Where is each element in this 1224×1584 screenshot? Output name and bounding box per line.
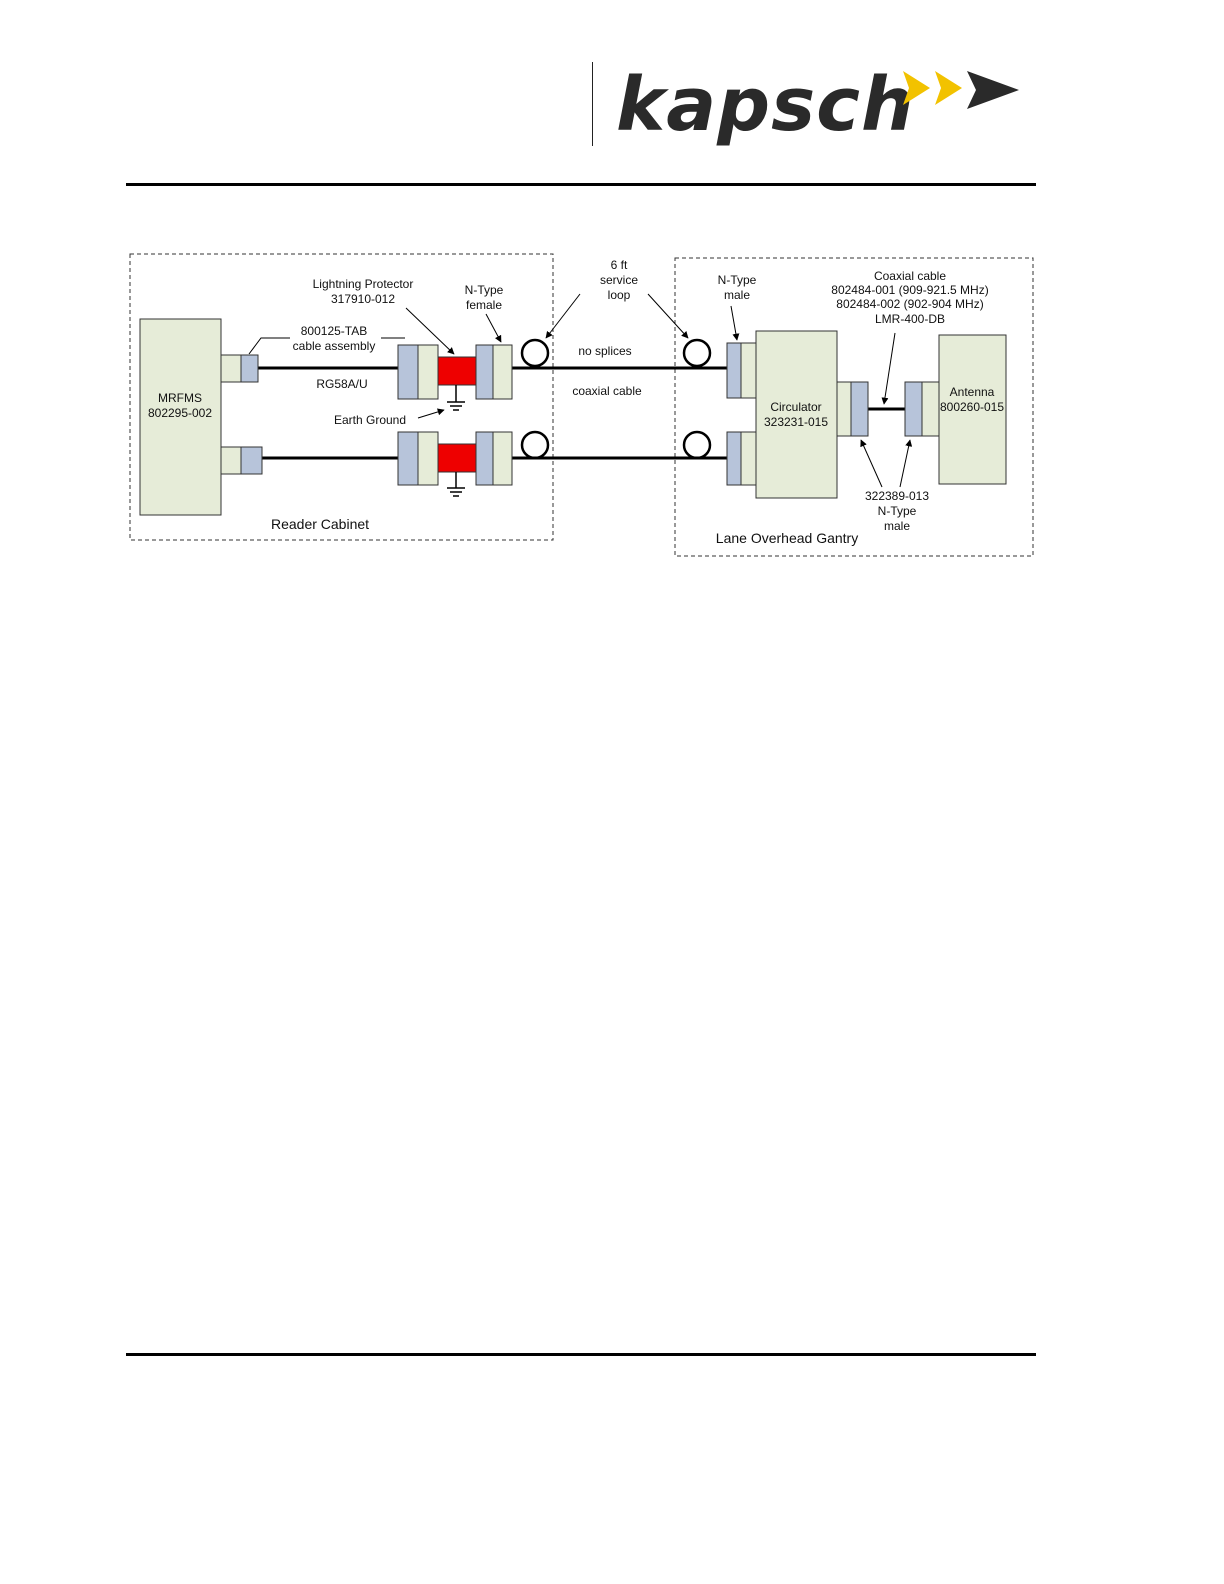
- gantry-cable-label-4: LMR-400-DB: [875, 312, 945, 326]
- ntype-female-arrow: [485, 313, 502, 343]
- lightning-protector-arrow: [405, 307, 455, 355]
- gantry-cable-label-2: 802484-001 (909-921.5 MHz): [831, 283, 988, 297]
- gantry-cable-label-1: Coaxial cable: [874, 269, 946, 283]
- antenna-port: [921, 381, 940, 437]
- rg58-label: RG58A/U: [316, 377, 367, 391]
- header-rule: [126, 183, 1036, 186]
- ground-symbol-icon: [447, 385, 465, 411]
- ntype-male-arrow: [730, 305, 740, 341]
- lane-gantry-label: Lane Overhead Gantry: [716, 530, 858, 546]
- mrfms-box: [139, 318, 222, 516]
- connector-322389-arrow-left: [860, 439, 883, 488]
- antenna-part: 800260-015: [940, 400, 1004, 414]
- ntype-female-label-1: N-Type: [465, 283, 504, 297]
- ntype-male-label-2: male: [724, 288, 750, 302]
- wiring-diagram: Reader Cabinet Lane Overhead Gantry MRFM…: [129, 253, 1034, 557]
- cable-assembly-label-1: 800125-TAB: [301, 324, 368, 338]
- lightning-protector-top: [397, 344, 513, 400]
- service-loop-label-1: 6 ft: [611, 258, 628, 272]
- ntype-male-top: [726, 342, 742, 399]
- lane-gantry-zone: [674, 257, 1034, 557]
- no-splices-label: no splices: [578, 344, 631, 358]
- cable-assembly-leader: [248, 337, 290, 355]
- connector-322389-left: [850, 381, 869, 437]
- logo-chevrons-icon: [903, 71, 1019, 109]
- cable-assembly-connector-top: [240, 354, 259, 383]
- circulator-box: [755, 330, 838, 499]
- circulator-port-top: [740, 342, 757, 399]
- service-loop-label-2: service: [600, 273, 638, 287]
- ground-symbol-icon: [447, 472, 465, 497]
- lightning-protector-label-2: 317910-012: [331, 292, 395, 306]
- header-divider: [592, 62, 593, 146]
- cable-assembly-connector-bottom: [240, 446, 263, 475]
- mrfms-name: MRFMS: [158, 391, 202, 405]
- logo-wordmark: kapsch: [616, 62, 915, 148]
- earth-ground-label: Earth Ground: [334, 413, 406, 427]
- kapsch-logo: kapsch >>>: [616, 62, 1019, 148]
- ntype-male-bottom: [726, 431, 742, 486]
- service-loop-icon: [520, 430, 550, 460]
- antenna-box: [938, 334, 1007, 485]
- connector-322389-arrow-right: [899, 439, 913, 488]
- cable-assembly-label-2: cable assembly: [293, 339, 376, 353]
- connector-322389-label-3: male: [884, 519, 910, 533]
- connector-322389-right: [904, 381, 923, 437]
- connector-322389-label-1: 322389-013: [865, 489, 929, 503]
- circulator-name: Circulator: [770, 400, 821, 414]
- mrfms-part: 802295-002: [148, 406, 212, 420]
- antenna-name: Antenna: [950, 385, 995, 399]
- lightning-protector-bottom: [397, 431, 513, 486]
- reader-cabinet-zone: [129, 253, 554, 541]
- mrfms-port-bottom: [220, 446, 242, 475]
- footer-rule: [126, 1353, 1036, 1356]
- service-loop-icon: [682, 338, 712, 368]
- ntype-male-label-1: N-Type: [718, 273, 757, 287]
- service-loop-icon: [682, 430, 712, 460]
- reader-cabinet-label: Reader Cabinet: [271, 516, 369, 532]
- gantry-cable-arrow: [881, 332, 896, 405]
- ntype-female-label-2: female: [466, 298, 502, 312]
- circulator-part: 323231-015: [764, 415, 828, 429]
- gantry-cable-label-3: 802484-002 (902-904 MHz): [836, 297, 983, 311]
- service-loop-arrow-left: [545, 293, 581, 339]
- connector-322389-label-2: N-Type: [878, 504, 917, 518]
- circulator-port-bottom: [740, 431, 757, 486]
- mrfms-port-top: [220, 354, 242, 383]
- service-loop-arrow-right: [647, 293, 689, 339]
- coaxial-cable-label: coaxial cable: [572, 384, 642, 398]
- lightning-protector-label-1: Lightning Protector: [313, 277, 414, 291]
- circulator-antenna-port: [836, 381, 852, 437]
- service-loop-label-3: loop: [608, 288, 631, 302]
- earth-ground-arrow: [417, 408, 445, 419]
- service-loop-icon: [520, 338, 550, 368]
